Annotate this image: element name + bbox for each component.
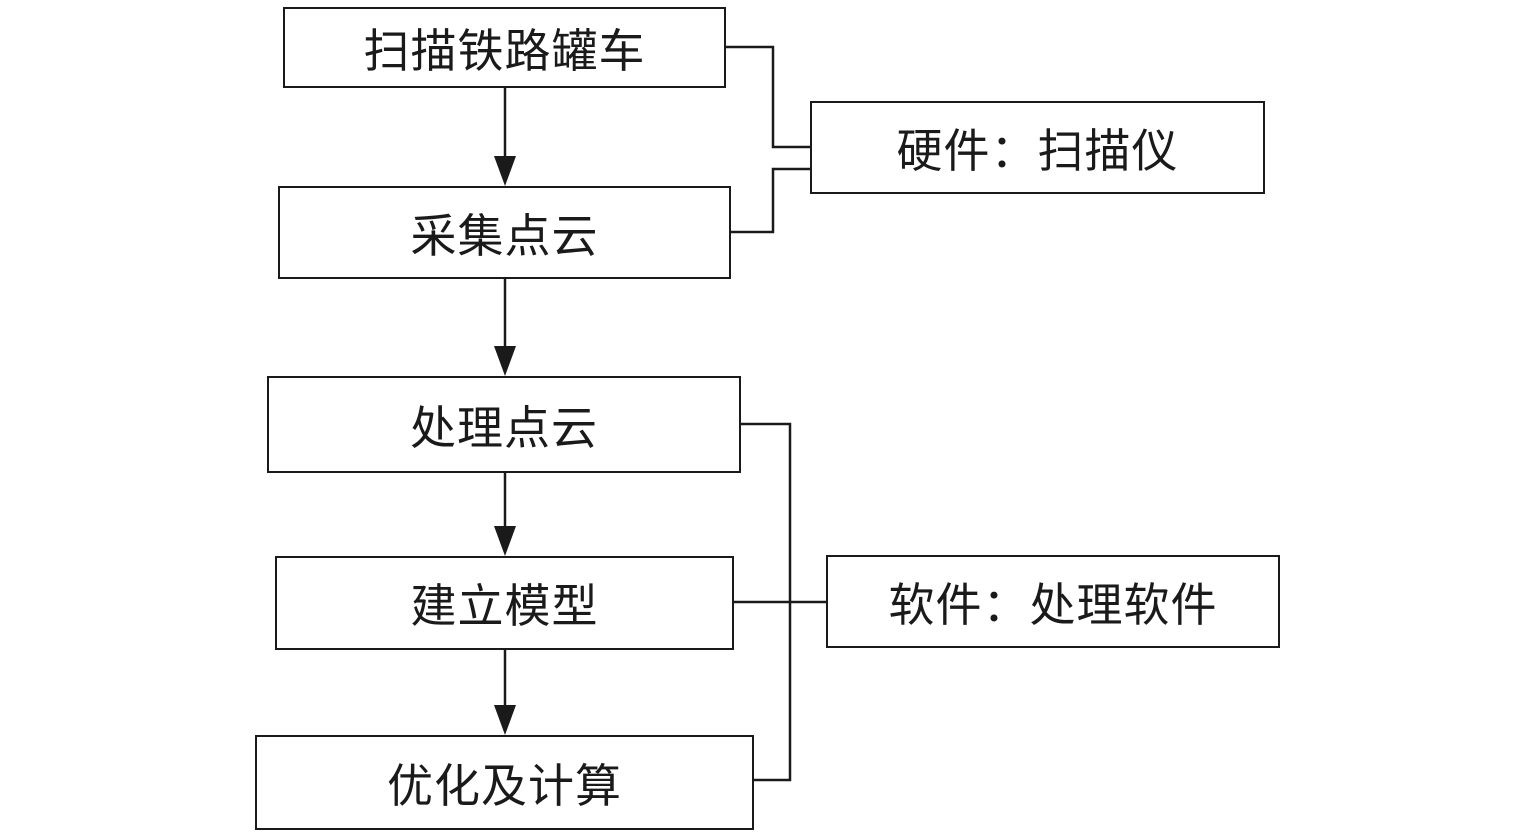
step-collect-label: 采集点云	[410, 208, 599, 263]
arrowhead-model	[494, 526, 516, 556]
step-optimize-and-calculate: 优化及计算	[255, 735, 754, 830]
step-model-label: 建立模型	[410, 579, 599, 633]
arrowhead-process	[494, 346, 516, 376]
step-scan-railway-tank-car: 扫描铁路罐车	[283, 7, 726, 88]
step-build-model: 建立模型	[275, 556, 734, 650]
step-optimize-label: 优化及计算	[387, 758, 622, 813]
step-scan-label: 扫描铁路罐车	[363, 23, 646, 78]
connector-scan-hardware	[726, 45, 810, 149]
resource-software-processing: 软件：处理软件	[826, 555, 1280, 648]
arrowhead-collect	[494, 156, 516, 186]
connector-collect-hardware	[731, 167, 810, 234]
step-collect-point-cloud: 采集点云	[278, 186, 731, 279]
arrowhead-optimize	[494, 705, 516, 735]
resource-hardware-scanner: 硬件：扫描仪	[810, 101, 1265, 194]
step-process-label: 处理点云	[410, 400, 598, 455]
resource-software-label: 软件：处理软件	[888, 577, 1218, 632]
resource-hardware-label: 硬件：扫描仪	[896, 123, 1179, 178]
step-process-point-cloud: 处理点云	[267, 376, 741, 473]
